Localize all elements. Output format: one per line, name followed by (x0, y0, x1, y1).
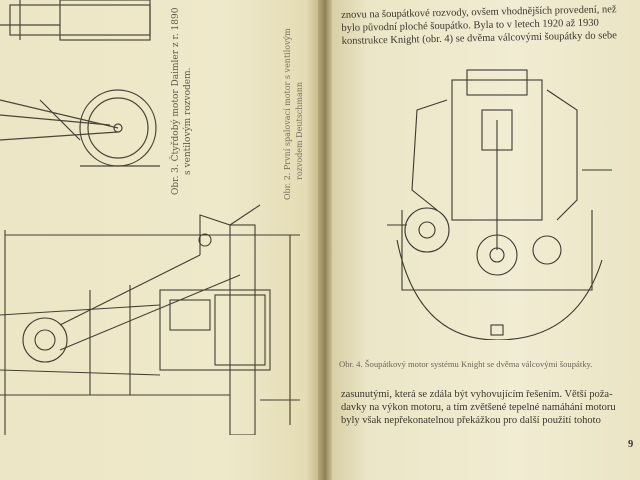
paragraph-bottom: zasunutými, která se zdála být vyhovujíc… (341, 388, 635, 427)
right-page: znovu na šoupátkové rozvody, ovšem vhodn… (332, 0, 640, 480)
text-line: zasunutými, která se zdála být vyhovujíc… (341, 389, 613, 400)
text-line: byly však nepřekonatelnou překážkou pro … (341, 415, 601, 426)
paragraph-top: znovu na šoupátkové rozvody, ovšem vhodn… (341, 3, 636, 48)
caption-line: rozvodem Deutschmann (295, 81, 304, 180)
figure-2-caption: Obr. 2. První spalovací motor s ventilov… (282, 28, 306, 200)
first-engine-drawing (0, 204, 300, 435)
left-page: Obr. 3. Čtyřdobý motor Daimler z r. 1890… (0, 0, 322, 480)
text-line: davky na výkon motoru, a tím zvětšené te… (341, 402, 616, 413)
figure-3-caption: Obr. 3. Čtyřdobý motor Daimler z r. 1890… (170, 8, 194, 195)
daimler-engine-drawing (0, 0, 160, 167)
figure-4-caption: Obr. 4. Šoupátkový motor systému Knight … (339, 359, 593, 369)
caption-line: Obr. 2. První spalovací motor s ventilov… (283, 28, 292, 200)
caption-line: s ventilovým rozvodem. (183, 67, 193, 176)
book-gutter (318, 0, 334, 480)
knight-engine-drawing (387, 69, 612, 340)
page-number: 9 (628, 439, 634, 450)
caption-line: Obr. 3. Čtyřdobý motor Daimler z r. 1890 (171, 7, 181, 195)
